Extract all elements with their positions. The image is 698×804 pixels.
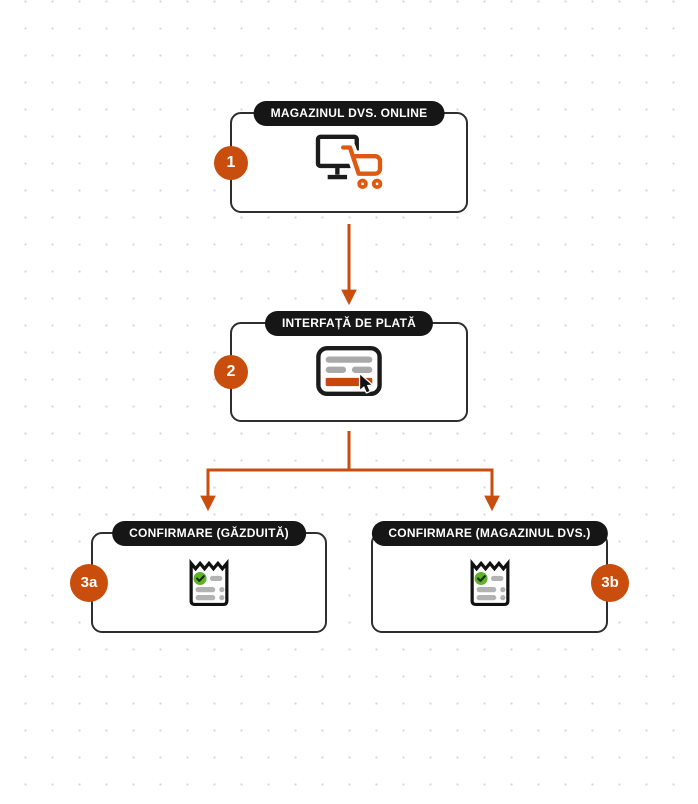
- node-online-store-label: MAGAZINUL DVS. ONLINE: [253, 101, 445, 126]
- step-badge-2: 2: [214, 355, 248, 389]
- node-payment-interface-label: INTERFAȚĂ DE PLATĂ: [264, 311, 434, 336]
- node-confirmation-merchant: CONFIRMARE (MAGAZINUL DVS.) 3b: [371, 521, 629, 633]
- node-confirmation-hosted-label: CONFIRMARE (GĂZDUITĂ): [112, 521, 306, 546]
- node-online-store: MAGAZINUL DVS. ONLINE 1: [214, 101, 468, 213]
- monitor-shopping-cart-icon: [310, 132, 388, 194]
- receipt-check-icon: [184, 555, 234, 611]
- node-confirmation-merchant-label: CONFIRMARE (MAGAZINUL DVS.): [371, 521, 608, 546]
- payment-form-cursor-icon: [315, 344, 383, 400]
- step-badge-3a: 3a: [70, 563, 108, 602]
- node-confirmation-hosted: CONFIRMARE (GĂZDUITĂ) 3a: [70, 521, 327, 633]
- node-payment-interface: INTERFAȚĂ DE PLATĂ 2: [214, 311, 468, 422]
- step-badge-1: 1: [214, 145, 248, 180]
- receipt-check-icon: [465, 555, 515, 611]
- step-badge-3b: 3b: [591, 563, 629, 602]
